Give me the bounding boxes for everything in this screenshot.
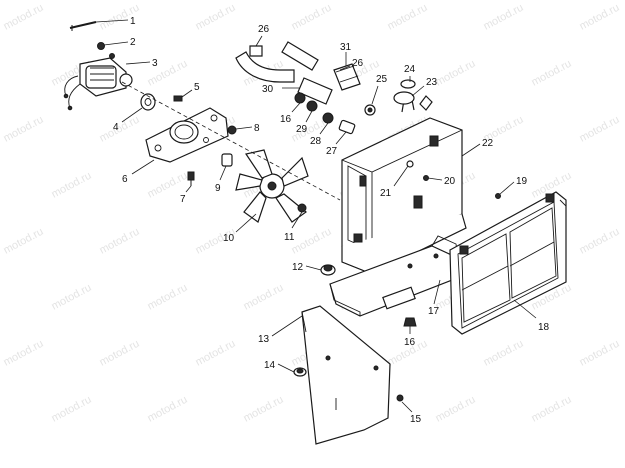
watermark-text: motod.ru [193, 2, 237, 33]
screen-part-18 [449, 191, 567, 335]
radiator-part-22 [341, 95, 467, 275]
nut-part-8 [227, 125, 237, 135]
watermark-text: motod.ru [97, 338, 141, 369]
watermark-text: motod.ru [481, 338, 525, 369]
callout-27: 27 [326, 146, 338, 157]
watermark-text: motod.ru [577, 2, 621, 33]
watermark-text: motod.ru [145, 394, 189, 425]
callout-7: 7 [180, 194, 186, 205]
watermark-text: motod.ru [49, 170, 93, 201]
callout-22: 22 [482, 138, 494, 149]
callout-26-left: 26 [258, 24, 270, 35]
fan-motor-part-3 [63, 53, 133, 111]
callout-28: 28 [310, 136, 322, 147]
callout-5: 5 [194, 82, 200, 93]
watermark-text: motod.ru [289, 2, 333, 33]
watermark-text: motod.ru [433, 58, 477, 89]
cap-part-23 [393, 91, 415, 105]
callout-3: 3 [152, 58, 158, 69]
callout-19: 19 [516, 176, 528, 187]
watermark-text: motod.ru [97, 226, 141, 257]
watermark-text: motod.ru [385, 2, 429, 33]
watermark-text: motod.ru [1, 2, 45, 33]
watermark-text: motod.ru [1, 114, 45, 145]
callout-12: 12 [292, 262, 304, 273]
watermark-text: motod.ru [577, 226, 621, 257]
pin-part-1 [69, 21, 97, 31]
callout-1: 1 [130, 16, 136, 27]
clamp-part-29 [306, 100, 318, 112]
hose-part-26a [235, 45, 295, 83]
callout-2: 2 [130, 37, 136, 48]
watermark-text: motod.ru [49, 282, 93, 313]
clamp-part-28 [322, 112, 334, 124]
callout-16-lower: 16 [404, 337, 416, 348]
hose-part-31 [333, 63, 361, 91]
callout-25: 25 [376, 74, 388, 85]
callout-11: 11 [284, 232, 295, 243]
fan-blade-part-10 [235, 149, 309, 223]
clamp-part-25 [364, 104, 376, 116]
callout-31: 31 [340, 42, 352, 53]
watermark-text: motod.ru [241, 282, 285, 313]
callout-14: 14 [264, 360, 276, 371]
clamp-part-16a [294, 92, 306, 104]
callout-17: 17 [428, 306, 440, 317]
mount-plate-part-6 [145, 107, 229, 163]
callout-30: 30 [262, 84, 274, 95]
nut-part-11 [297, 203, 307, 213]
callout-4: 4 [113, 122, 119, 133]
nut-part-2 [97, 42, 105, 50]
callout-26-right: 26 [352, 58, 364, 69]
watermark-text: motod.ru [193, 338, 237, 369]
watermark-text: motod.ru [289, 226, 333, 257]
watermark-text: motod.ru [241, 394, 285, 425]
callout-9: 9 [215, 183, 221, 194]
callout-8: 8 [254, 123, 260, 134]
hose-part-26b [281, 41, 319, 71]
bushing-part-4 [140, 93, 156, 111]
callout-13: 13 [258, 334, 270, 345]
callout-15: 15 [410, 414, 422, 425]
assembly-axis-line [121, 81, 341, 201]
screw-part-5 [173, 95, 183, 102]
watermark-text: motod.ru [49, 394, 93, 425]
watermark-text: motod.ru [145, 282, 189, 313]
grommet-part-12 [320, 264, 336, 276]
watermark-text: motod.ru [529, 394, 573, 425]
hose-part-30 [297, 77, 333, 105]
nut-part-16b [403, 317, 417, 327]
panel-part-13 [301, 305, 391, 445]
callout-21: 21 [380, 188, 392, 199]
watermark-text: motod.ru [577, 338, 621, 369]
callout-10: 10 [223, 233, 235, 244]
watermark-text: motod.ru [433, 394, 477, 425]
screw-part-15 [396, 394, 404, 402]
watermark-text: motod.ru [577, 114, 621, 145]
callout-29: 29 [296, 124, 308, 135]
screw-part-7 [187, 171, 195, 186]
screw-part-19 [495, 193, 501, 199]
spacer-part-9 [221, 153, 233, 167]
fitting-part-27 [338, 119, 356, 135]
callout-24: 24 [404, 64, 416, 75]
callout-labels: 1 2 3 4 5 6 7 8 9 10 11 12 13 14 15 16 1… [113, 16, 550, 425]
watermark-text: motod.ru [481, 2, 525, 33]
grommet-part-21 [406, 160, 414, 168]
watermark-text: motod.ru [529, 58, 573, 89]
leader-lines [95, 19, 537, 413]
callout-6: 6 [122, 174, 128, 185]
callout-16-upper: 16 [280, 114, 292, 125]
cap-part-24 [400, 79, 416, 89]
grommet-part-14 [293, 367, 307, 377]
watermark-text: motod.ru [97, 114, 141, 145]
callout-23: 23 [426, 77, 438, 88]
callout-18: 18 [538, 322, 550, 333]
watermark-text: motod.ru [1, 226, 45, 257]
callout-20: 20 [444, 176, 456, 187]
watermark-text: motod.ru [1, 338, 45, 369]
bolt-part-20 [423, 175, 429, 181]
